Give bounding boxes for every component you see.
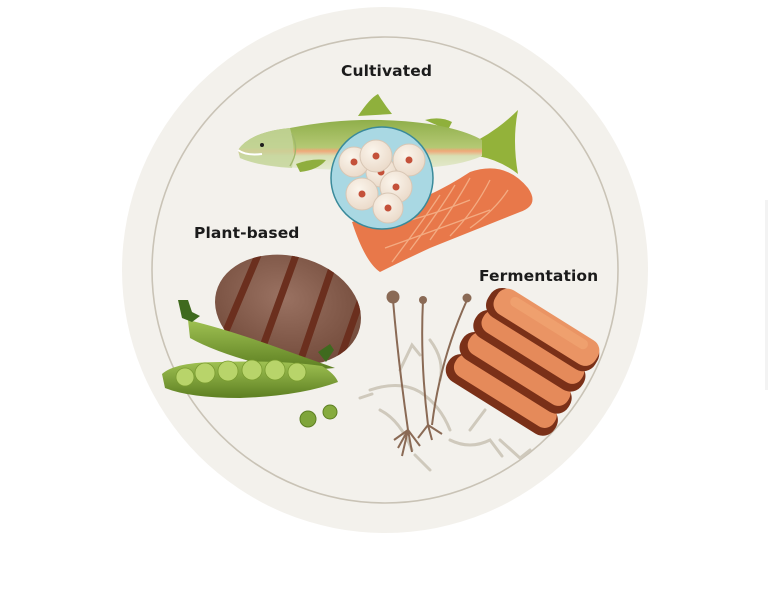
salmon-fillet-icon xyxy=(352,168,533,272)
peas-icon xyxy=(299,404,338,428)
sliced-loaf-icon xyxy=(445,287,600,436)
pea-pods-icon xyxy=(162,300,338,398)
cell-culture-dish-icon xyxy=(330,126,434,230)
fungus-spore-heads xyxy=(386,290,472,304)
mycelium-icon xyxy=(358,338,532,472)
adjacent-panel-edge xyxy=(765,200,768,390)
label-plant-based: Plant-based xyxy=(194,224,300,242)
label-cultivated: Cultivated xyxy=(341,62,433,80)
label-fermentation: Fermentation xyxy=(479,267,599,285)
fungus-sporangia-icon xyxy=(392,299,468,457)
cultured-cells xyxy=(338,139,426,224)
